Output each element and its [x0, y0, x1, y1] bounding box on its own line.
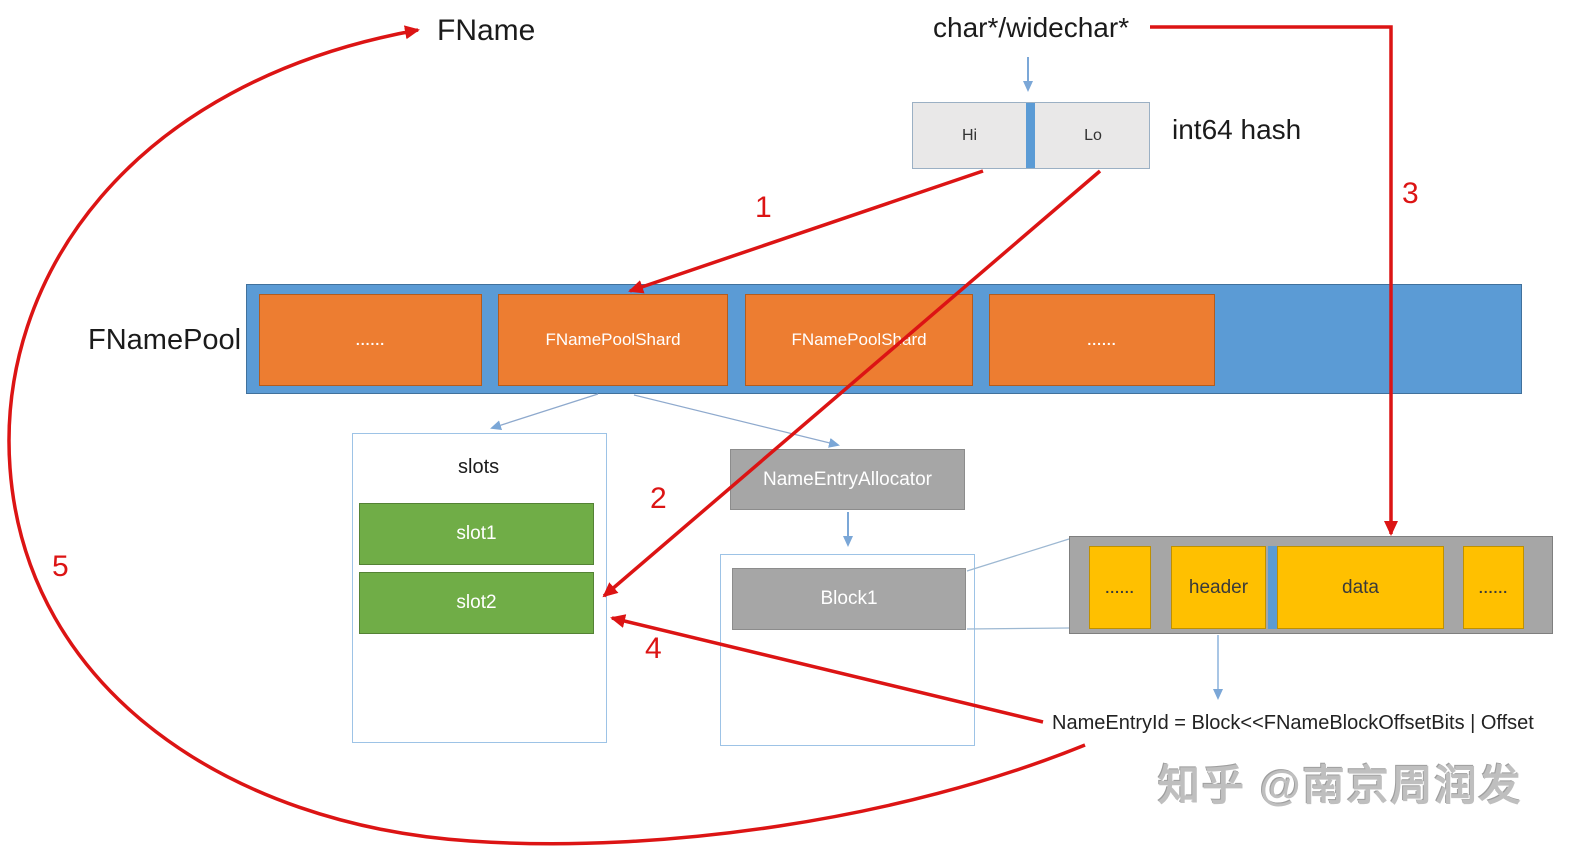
name-entry-id-formula: NameEntryId = Block<<FNameBlockOffsetBit…: [1052, 712, 1534, 734]
block-zoom-line-top: [966, 538, 1070, 572]
shard-to-allocator-arrow: [633, 394, 840, 448]
block-container: Block1: [720, 554, 975, 746]
block1-box: Block1: [732, 568, 966, 630]
hash-hi-cell: Hi: [961, 126, 978, 144]
int64-hash-label: int64 hash: [1172, 114, 1302, 145]
hash-hi-lo-box: Hi Lo: [912, 102, 1150, 169]
shard-to-slots-arrow: [490, 393, 599, 431]
fname-label: FName: [437, 14, 536, 47]
step-number-3: 3: [1402, 177, 1419, 210]
block-cell-dots-left: ......: [1089, 546, 1151, 629]
fname-pool-bar: ...... FNamePoolShard FNamePoolShard ...…: [246, 284, 1522, 394]
hash-divider: [1026, 103, 1035, 168]
zhihu-watermark: 知乎 @南京周润发: [1158, 762, 1523, 809]
pool-cell-shard-2: FNamePoolShard: [745, 294, 973, 386]
step1-arrow-hi-to-shard: [628, 169, 984, 294]
step-number-4: 4: [645, 632, 662, 665]
block-zoom-line-bottom: [966, 627, 1070, 630]
slot1-box: slot1: [359, 503, 594, 565]
step-number-2: 2: [650, 482, 667, 515]
pool-cell-shard-1: FNamePoolShard: [498, 294, 728, 386]
hash-lo-cell: Lo: [1084, 126, 1102, 144]
block-cell-dots-right: ......: [1463, 546, 1524, 629]
step-number-1: 1: [755, 191, 772, 224]
step3-arrow-char-to-data: [1150, 25, 1398, 536]
block-detail-bar: ...... header data ......: [1069, 536, 1553, 634]
slots-box: slots slot1 slot2: [352, 433, 607, 743]
block-cell-data: data: [1277, 546, 1444, 629]
fname-pool-label: FNamePool: [88, 324, 242, 356]
name-entry-allocator-box: NameEntryAllocator: [730, 449, 965, 510]
block-cell-header: header: [1171, 546, 1266, 629]
block-detail-divider: [1268, 546, 1277, 629]
pool-cell-dots-right: ......: [989, 294, 1215, 386]
step-number-5: 5: [52, 550, 69, 583]
char-pointer-label: char*/widechar*: [933, 12, 1130, 43]
pool-cell-dots-left: ......: [259, 294, 482, 386]
slots-title: slots: [458, 456, 500, 478]
slot2-box: slot2: [359, 572, 594, 634]
